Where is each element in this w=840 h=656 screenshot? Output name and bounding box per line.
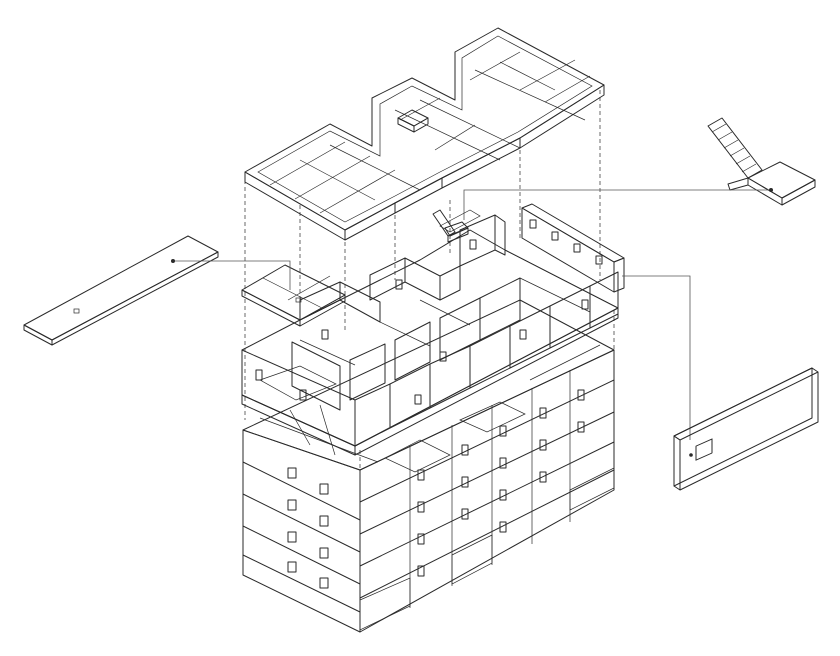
leader-facade [622,275,691,440]
stair-module [707,117,816,206]
alignment-lines [244,90,615,470]
leader-plank [175,260,291,290]
facade-window-panel [521,203,625,293]
right-face-windows [417,389,585,577]
leader-stair [463,189,769,220]
roof-slab [244,27,605,241]
timber-plank-panel [23,235,219,346]
building-stack [242,299,615,633]
stair-connector [432,209,469,243]
timber-floor-module [241,214,619,456]
wall-panel [673,367,819,491]
floor-slab-panel [241,264,346,327]
timber-stair-landing [439,209,481,233]
left-face-windows [287,467,329,589]
